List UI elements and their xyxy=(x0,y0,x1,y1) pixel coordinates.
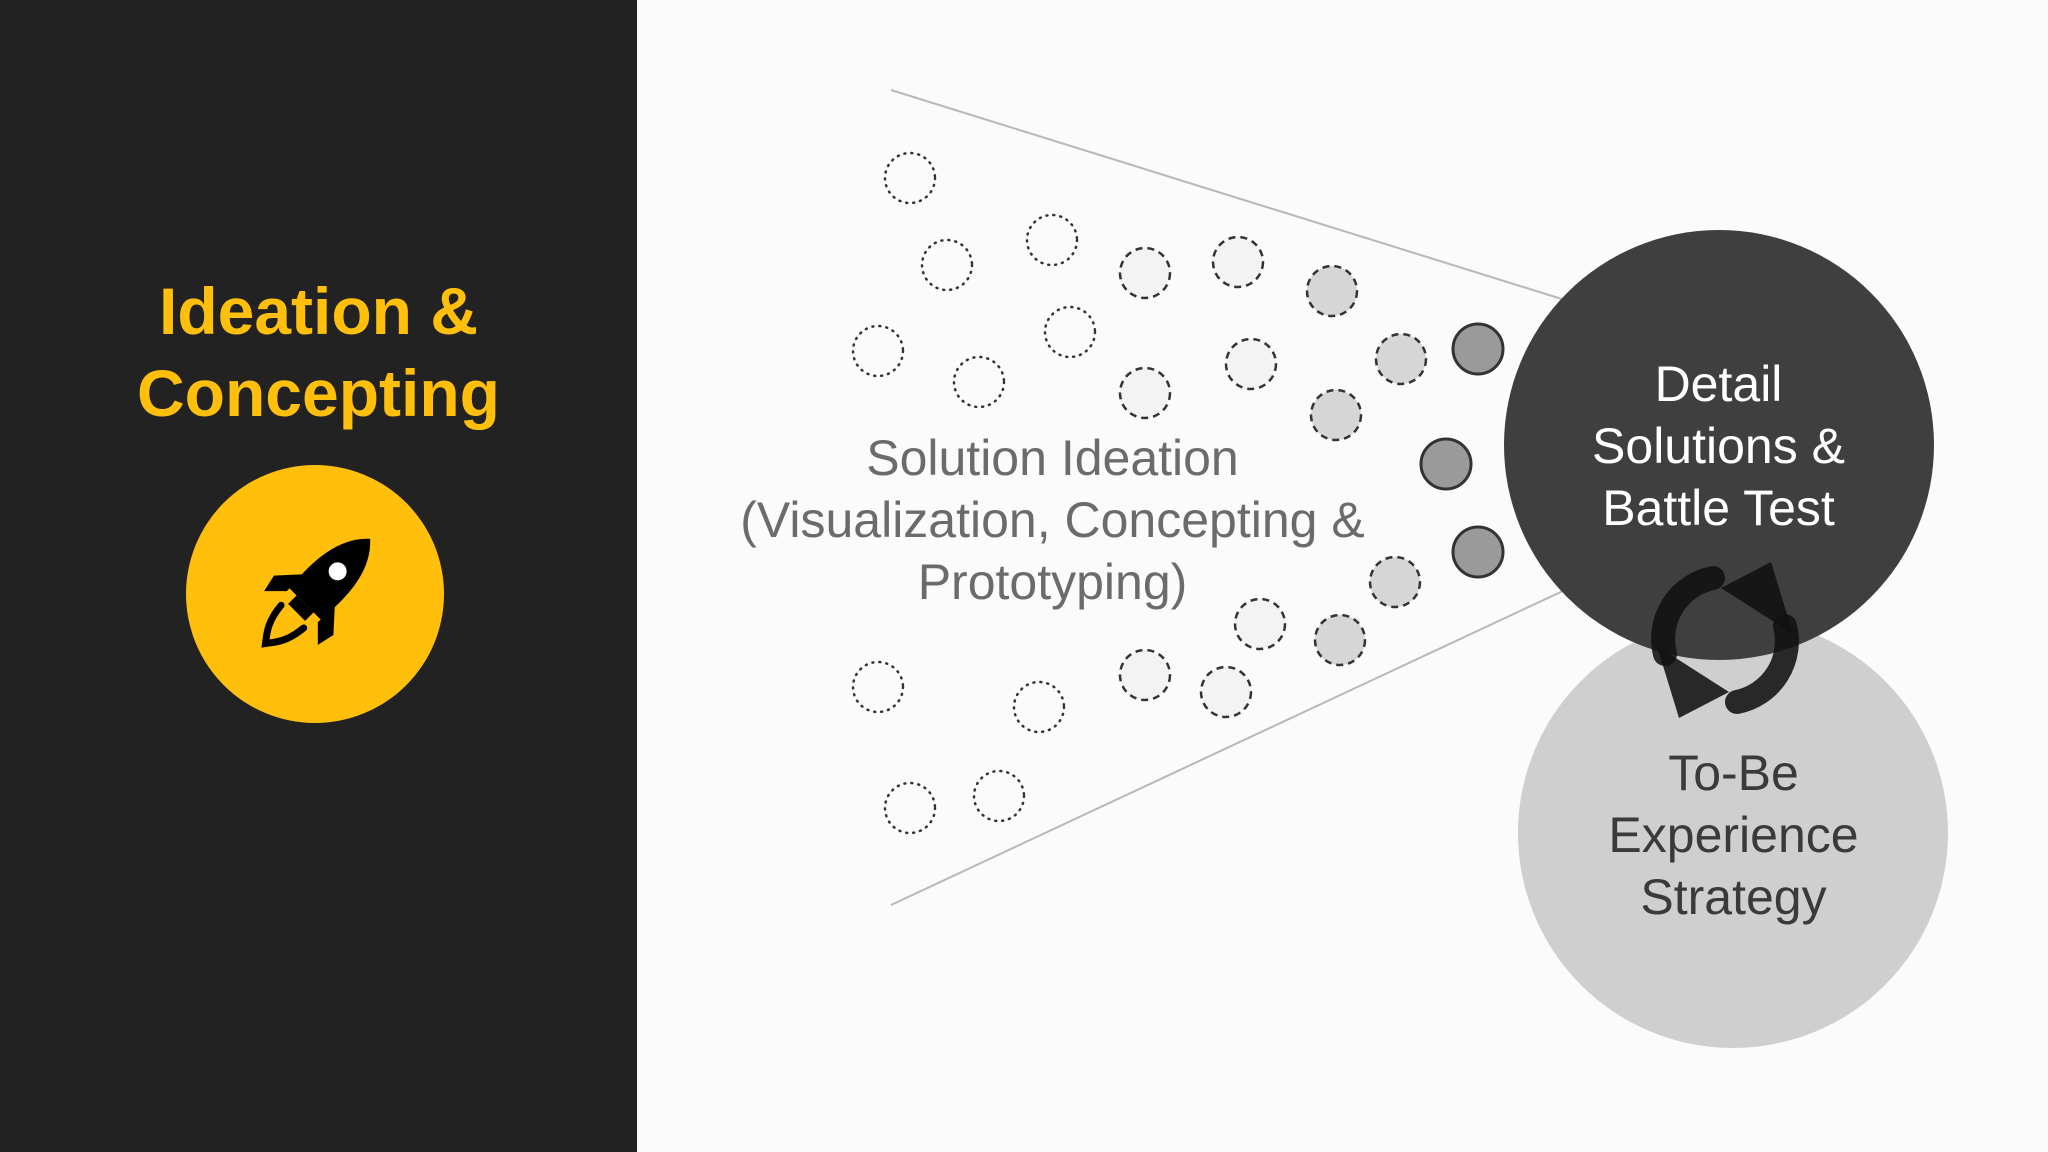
idea-dot xyxy=(851,324,905,378)
solution-ideation-label: Solution Ideation (Visualization, Concep… xyxy=(740,430,1365,610)
idea-dots xyxy=(851,151,1505,835)
idea-dot xyxy=(1224,337,1278,391)
idea-dot xyxy=(1199,665,1253,719)
idea-dot xyxy=(1012,680,1066,734)
idea-dot xyxy=(972,769,1026,823)
idea-dot xyxy=(1211,235,1265,289)
idea-dot xyxy=(1313,613,1367,667)
idea-dot xyxy=(1118,648,1172,702)
idea-dot xyxy=(1025,213,1079,267)
idea-dot xyxy=(920,238,974,292)
idea-dot xyxy=(1309,388,1363,442)
phase-title: Ideation & Concepting xyxy=(137,274,500,430)
to-be-strategy-label: To-Be Experience Strategy xyxy=(1608,745,1859,925)
idea-dot xyxy=(1374,332,1428,386)
phase-badge xyxy=(186,465,444,723)
phase-panel: Ideation & Concepting xyxy=(0,0,637,1152)
idea-dot xyxy=(1118,246,1172,300)
idea-dot xyxy=(952,355,1006,409)
idea-dot xyxy=(1451,525,1505,579)
rocket-icon xyxy=(261,538,371,648)
funnel-top-edge xyxy=(890,89,1566,301)
refresh-cycle-icon xyxy=(1651,562,1799,718)
idea-dot xyxy=(1451,322,1505,376)
idea-dot xyxy=(1233,597,1287,651)
idea-dot xyxy=(1043,305,1097,359)
idea-dot xyxy=(1305,264,1359,318)
idea-dot xyxy=(851,660,905,714)
idea-dot xyxy=(1419,437,1473,491)
idea-dot xyxy=(1118,366,1172,420)
idea-dot xyxy=(1368,555,1422,609)
idea-dot xyxy=(883,151,937,205)
idea-dot xyxy=(883,781,937,835)
funnel-bottom-edge xyxy=(890,589,1566,906)
detail-solutions-label: Detail Solutions & Battle Test xyxy=(1592,356,1845,536)
detail-solutions-circle xyxy=(1504,230,1934,660)
to-be-strategy-circle xyxy=(1518,618,1948,1048)
